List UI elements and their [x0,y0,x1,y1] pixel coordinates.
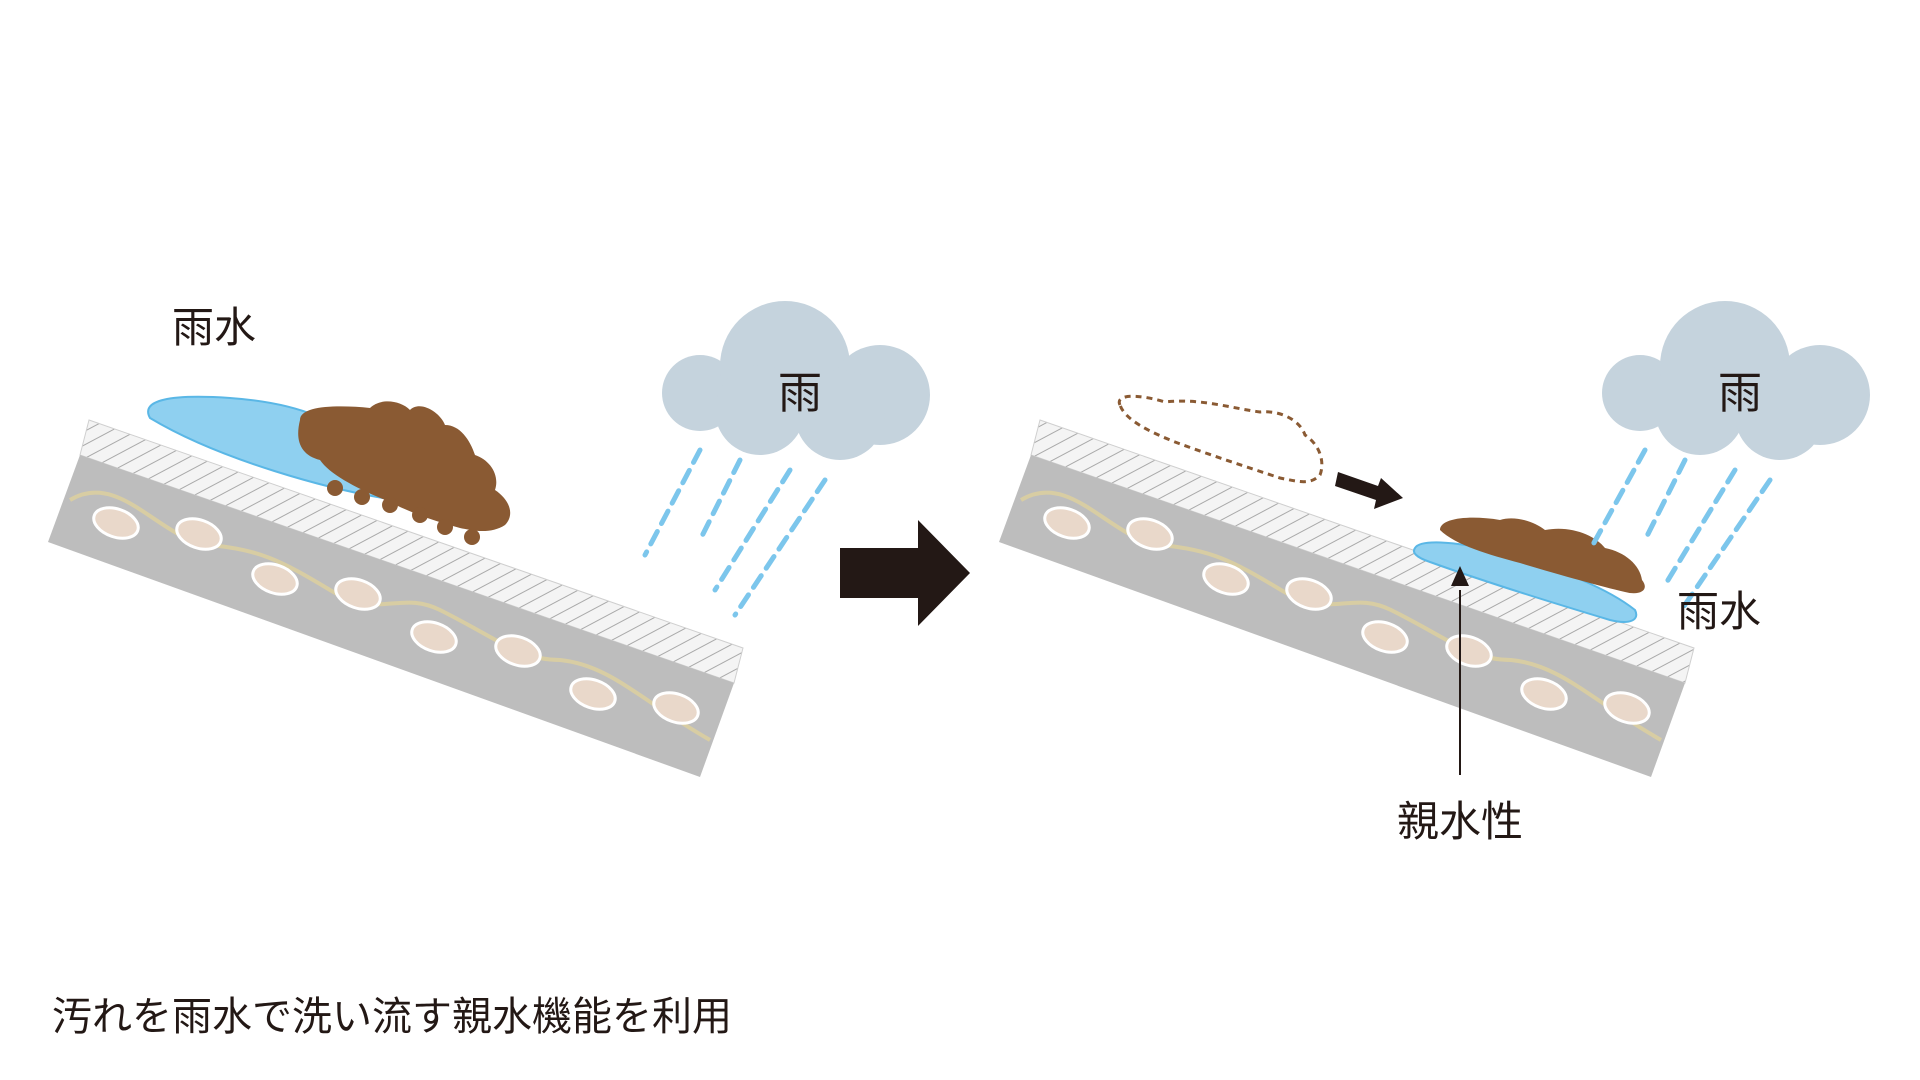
left-panel: 雨 雨水 [48,301,930,777]
rainwater-label: 雨水 [1677,587,1761,636]
cloud-icon [662,301,930,460]
rain-streaks [642,447,828,618]
dirt-blob [1440,517,1645,594]
removed-dirt-outline [1117,394,1324,484]
right-panel: 雨 雨水 親水性 [999,301,1870,846]
small-right-arrow-icon [1335,472,1403,509]
caption: 汚れを雨水で洗い流す親水機能を利用 [52,994,732,1040]
cloud-icon [1602,301,1870,460]
cloud-label: 雨 [1718,368,1762,419]
cloud-label: 雨 [778,368,822,419]
rainwater-label: 雨水 [172,303,256,352]
pebbles [1043,506,1651,725]
pointer-arrowhead-icon [1451,566,1469,586]
pebbles [92,506,700,725]
dirt-particles [327,480,480,545]
rain-streaks [1587,447,1773,615]
hydrophilic-label: 親水性 [1397,797,1523,846]
right-arrow-icon [840,520,970,626]
dirt-blob [298,401,511,532]
